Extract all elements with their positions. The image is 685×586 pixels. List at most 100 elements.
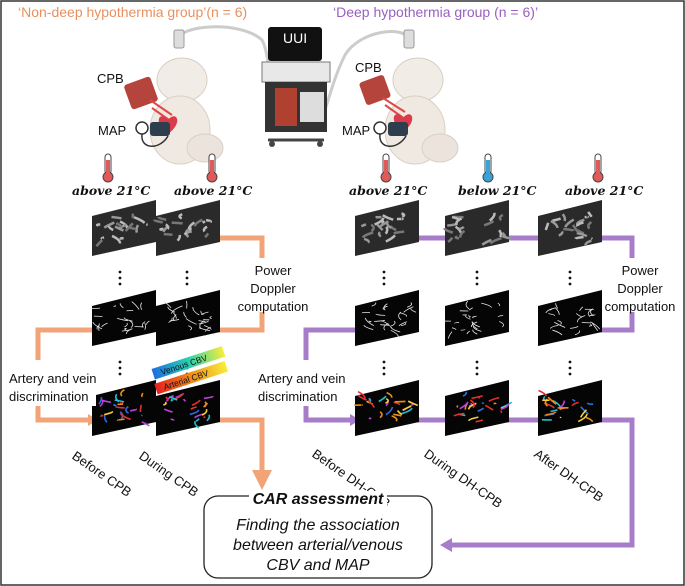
vessel-texture	[203, 395, 214, 400]
vessel-texture	[403, 306, 414, 313]
vessel-texture	[558, 230, 564, 237]
temp-label: above 21°C	[565, 183, 644, 198]
vessel-texture	[454, 235, 460, 240]
vessel-texture	[117, 418, 125, 422]
vessel-texture	[201, 408, 208, 416]
vessel-texture	[469, 399, 476, 409]
vessel-texture	[194, 420, 200, 429]
vessel-texture	[443, 227, 454, 234]
vessel-texture	[472, 315, 477, 319]
vessel-texture	[547, 396, 557, 405]
vessel-texture	[131, 301, 140, 310]
vessel-texture	[407, 400, 419, 407]
vessel-texture	[98, 323, 100, 332]
vessel-texture	[571, 224, 580, 234]
vessel-texture	[455, 217, 463, 226]
thermometer-icon	[482, 153, 494, 183]
vessel-texture	[168, 317, 173, 323]
map-label: MAP	[342, 123, 371, 138]
vessel-texture	[467, 402, 477, 410]
temp-label: below 21°C	[458, 183, 537, 198]
vessel-texture	[454, 225, 463, 234]
vessel-texture	[563, 227, 575, 232]
vessel-texture	[190, 406, 197, 410]
vessel-texture	[552, 329, 563, 336]
vessel-texture	[410, 308, 417, 313]
vessel-texture	[189, 409, 200, 416]
vessel-texture	[390, 320, 396, 327]
vessel-texture	[115, 406, 125, 409]
vessel-texture	[172, 312, 177, 319]
vessel-texture	[170, 418, 175, 421]
vessel-texture	[159, 227, 164, 231]
vessel-texture	[171, 305, 183, 314]
vessel-texture	[198, 320, 206, 322]
vessel-texture	[185, 318, 197, 325]
vessel-texture	[587, 211, 593, 218]
vessel-texture	[157, 216, 167, 221]
temp-label: above 21°C	[349, 183, 428, 198]
vessel-texture	[374, 217, 385, 226]
vessel-texture	[448, 331, 453, 339]
vessel-texture	[363, 324, 374, 330]
vessel-texture	[95, 223, 101, 227]
vessel-texture	[390, 329, 399, 337]
vessel-texture	[401, 212, 406, 218]
vessel-texture	[394, 400, 406, 403]
vessel-texture	[459, 401, 469, 410]
orange-arrowhead	[252, 470, 272, 490]
purple-arrowhead	[440, 538, 452, 552]
vessel-texture	[488, 212, 496, 222]
vessel-texture	[585, 416, 594, 423]
doppler-image-tile	[355, 290, 419, 346]
vessel-texture	[385, 234, 396, 243]
non-deep-group-title: ‘Non-deep hypothermia group’(n = 6)	[18, 4, 248, 20]
av-image-tile	[445, 380, 509, 436]
vessel-texture	[481, 302, 492, 308]
vessel-texture	[376, 223, 384, 231]
thermometer-icon	[206, 153, 218, 183]
vessel-texture	[115, 222, 123, 228]
vessel-texture	[183, 398, 187, 402]
vessel-texture	[459, 229, 466, 238]
vessel-texture	[550, 324, 559, 329]
vessel-texture	[498, 229, 503, 238]
vessel-texture	[548, 313, 556, 316]
vessel-texture	[471, 321, 481, 328]
vessel-texture	[201, 220, 206, 224]
vessel-texture	[460, 329, 466, 331]
vessel-texture	[561, 213, 567, 222]
vessel-texture	[468, 307, 473, 311]
vessel-texture	[195, 418, 200, 422]
temp-label: above 21°C	[174, 183, 253, 198]
vessel-texture	[538, 389, 548, 397]
vessel-texture	[587, 221, 593, 230]
vessel-texture	[145, 320, 150, 325]
vessel-texture	[577, 315, 586, 323]
vessel-texture	[200, 310, 204, 316]
vessel-texture	[119, 412, 131, 421]
vessel-texture	[466, 330, 470, 335]
vessel-texture	[375, 313, 386, 316]
vessel-texture	[165, 396, 169, 401]
vessel-texture	[103, 414, 108, 423]
vessel-texture	[116, 317, 129, 322]
vessel-texture	[587, 309, 592, 317]
vessel-texture	[478, 395, 483, 399]
vessel-texture	[163, 401, 167, 406]
vessel-texture	[204, 326, 212, 332]
vessel-texture	[477, 407, 485, 413]
orange-flow-lines	[35, 235, 265, 470]
vessel-texture	[589, 314, 596, 317]
doppler-image-tile	[156, 290, 220, 346]
vessel-texture	[501, 234, 512, 240]
vessel-texture	[141, 321, 146, 328]
vessel-texture	[579, 409, 588, 418]
vessel-texture	[139, 404, 143, 412]
deep-group-title: ‘Deep hypothermia group (n = 6)’	[333, 4, 539, 20]
cpb-label: CPB	[355, 60, 382, 75]
vessel-texture	[574, 235, 584, 240]
vessel-texture	[380, 324, 390, 326]
